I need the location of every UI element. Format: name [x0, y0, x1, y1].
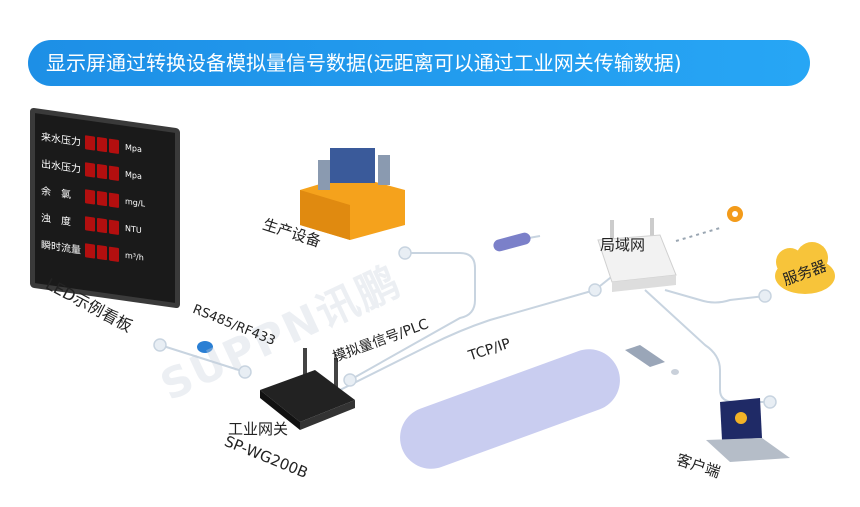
node-dots	[153, 246, 777, 409]
connector-bar	[493, 232, 531, 252]
gateway-label: 工业网关	[228, 420, 289, 438]
led-row-unit: mg/L	[125, 196, 146, 209]
led-row-unit: m³/h	[125, 250, 144, 263]
dashed-link	[675, 227, 721, 242]
router-icon	[597, 218, 677, 292]
keyboard-icon	[625, 345, 679, 375]
led-digits	[85, 134, 119, 154]
led-row-label: 出水压力	[41, 159, 81, 176]
led-digits	[85, 242, 119, 262]
title-banner: 显示屏通过转换设备模拟量信号数据(远距离可以通过工业网关传输数据)	[28, 40, 810, 86]
led-row-label: 浊 度	[41, 213, 71, 229]
led-row-unit: NTU	[125, 223, 142, 236]
led-row-unit: Mpa	[125, 169, 142, 182]
cloud-icon	[775, 242, 835, 294]
led-row-label: 瞬时流量	[41, 240, 81, 257]
led-digits	[85, 215, 119, 235]
led-digits	[85, 188, 119, 208]
gateway-icon	[260, 348, 355, 430]
lan-label: 局域网	[600, 236, 646, 254]
led-digits	[85, 161, 119, 181]
laptop-icon	[706, 398, 790, 462]
rs485-module-icon	[197, 341, 213, 353]
led-row-label: 余 氯	[41, 186, 71, 202]
production-machine-icon	[300, 148, 405, 240]
led-row-label: 来水压力	[41, 132, 81, 149]
gear-icon	[727, 206, 743, 222]
led-row-unit: Mpa	[125, 142, 142, 155]
